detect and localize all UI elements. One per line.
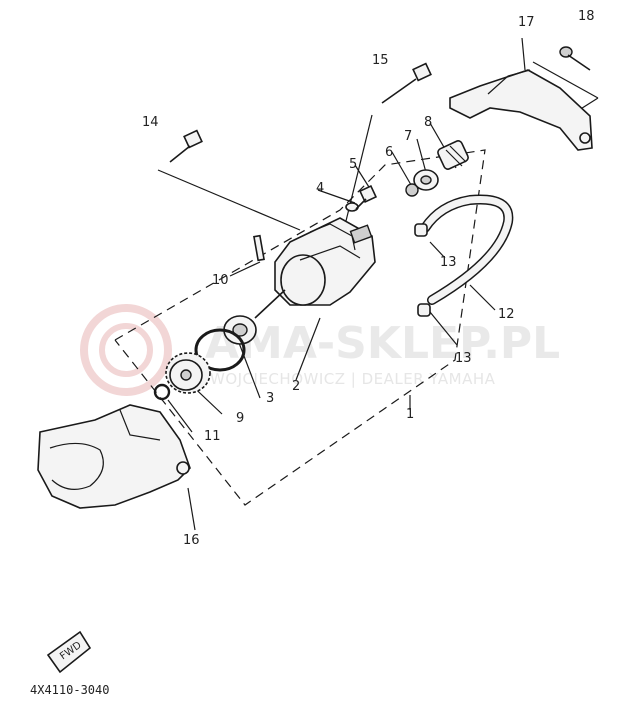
watermark: AMA-SKLEP.PL WOJCIECHOWICZ | DEALER YAMA…	[80, 304, 560, 396]
callout-7: 7	[404, 129, 412, 144]
watermark-text: AMA-SKLEP.PL	[205, 318, 560, 369]
callout-10: 10	[212, 273, 229, 288]
pin-10	[253, 234, 265, 262]
leader-lines	[157, 61, 599, 531]
fwd-arrow: FWD	[46, 630, 92, 674]
bracket-17	[449, 37, 593, 151]
callout-9: 9	[236, 411, 244, 426]
callout-15: 15	[372, 53, 389, 68]
clip-13-upper	[414, 223, 428, 237]
cover-16	[37, 404, 191, 509]
callouts: 1 2 3 4 5 6 7 8 9 10 11 12 13 13 14 15 1…	[142, 9, 595, 548]
assembly-boundary	[114, 149, 486, 506]
callout-13-lower: 13	[455, 351, 472, 366]
callout-1: 1	[406, 407, 414, 422]
washer-4	[345, 202, 359, 212]
bearing-2	[223, 315, 257, 345]
oil-pump-body	[254, 217, 376, 319]
bolt-14	[169, 129, 203, 163]
callout-4: 4	[316, 181, 324, 196]
o-ring-3	[194, 328, 246, 372]
screw-18	[559, 46, 591, 71]
callout-11: 11	[204, 429, 221, 444]
callout-12: 12	[498, 307, 515, 322]
hose-12	[420, 194, 514, 305]
gear-9	[165, 352, 211, 394]
callout-16: 16	[183, 533, 200, 548]
clip-11	[153, 383, 171, 401]
part-code: 4X4110-3040	[30, 683, 109, 697]
callout-3: 3	[266, 391, 274, 406]
callout-6: 6	[385, 145, 393, 160]
watermark-subtext: WOJCIECHOWICZ | DEALER YAMAHA	[210, 370, 496, 388]
callout-5: 5	[349, 157, 357, 172]
washer-6	[405, 183, 419, 197]
callout-17: 17	[518, 15, 535, 30]
callout-8: 8	[424, 115, 432, 130]
screw-5	[355, 184, 378, 210]
clip-13-lower	[417, 303, 431, 317]
bolt-15	[381, 62, 432, 104]
nut-7	[413, 169, 439, 191]
callout-2: 2	[292, 379, 300, 394]
callout-14: 14	[142, 115, 159, 130]
plug-8	[437, 140, 469, 170]
callout-18: 18	[578, 9, 595, 24]
callout-13-upper: 13	[440, 255, 457, 270]
